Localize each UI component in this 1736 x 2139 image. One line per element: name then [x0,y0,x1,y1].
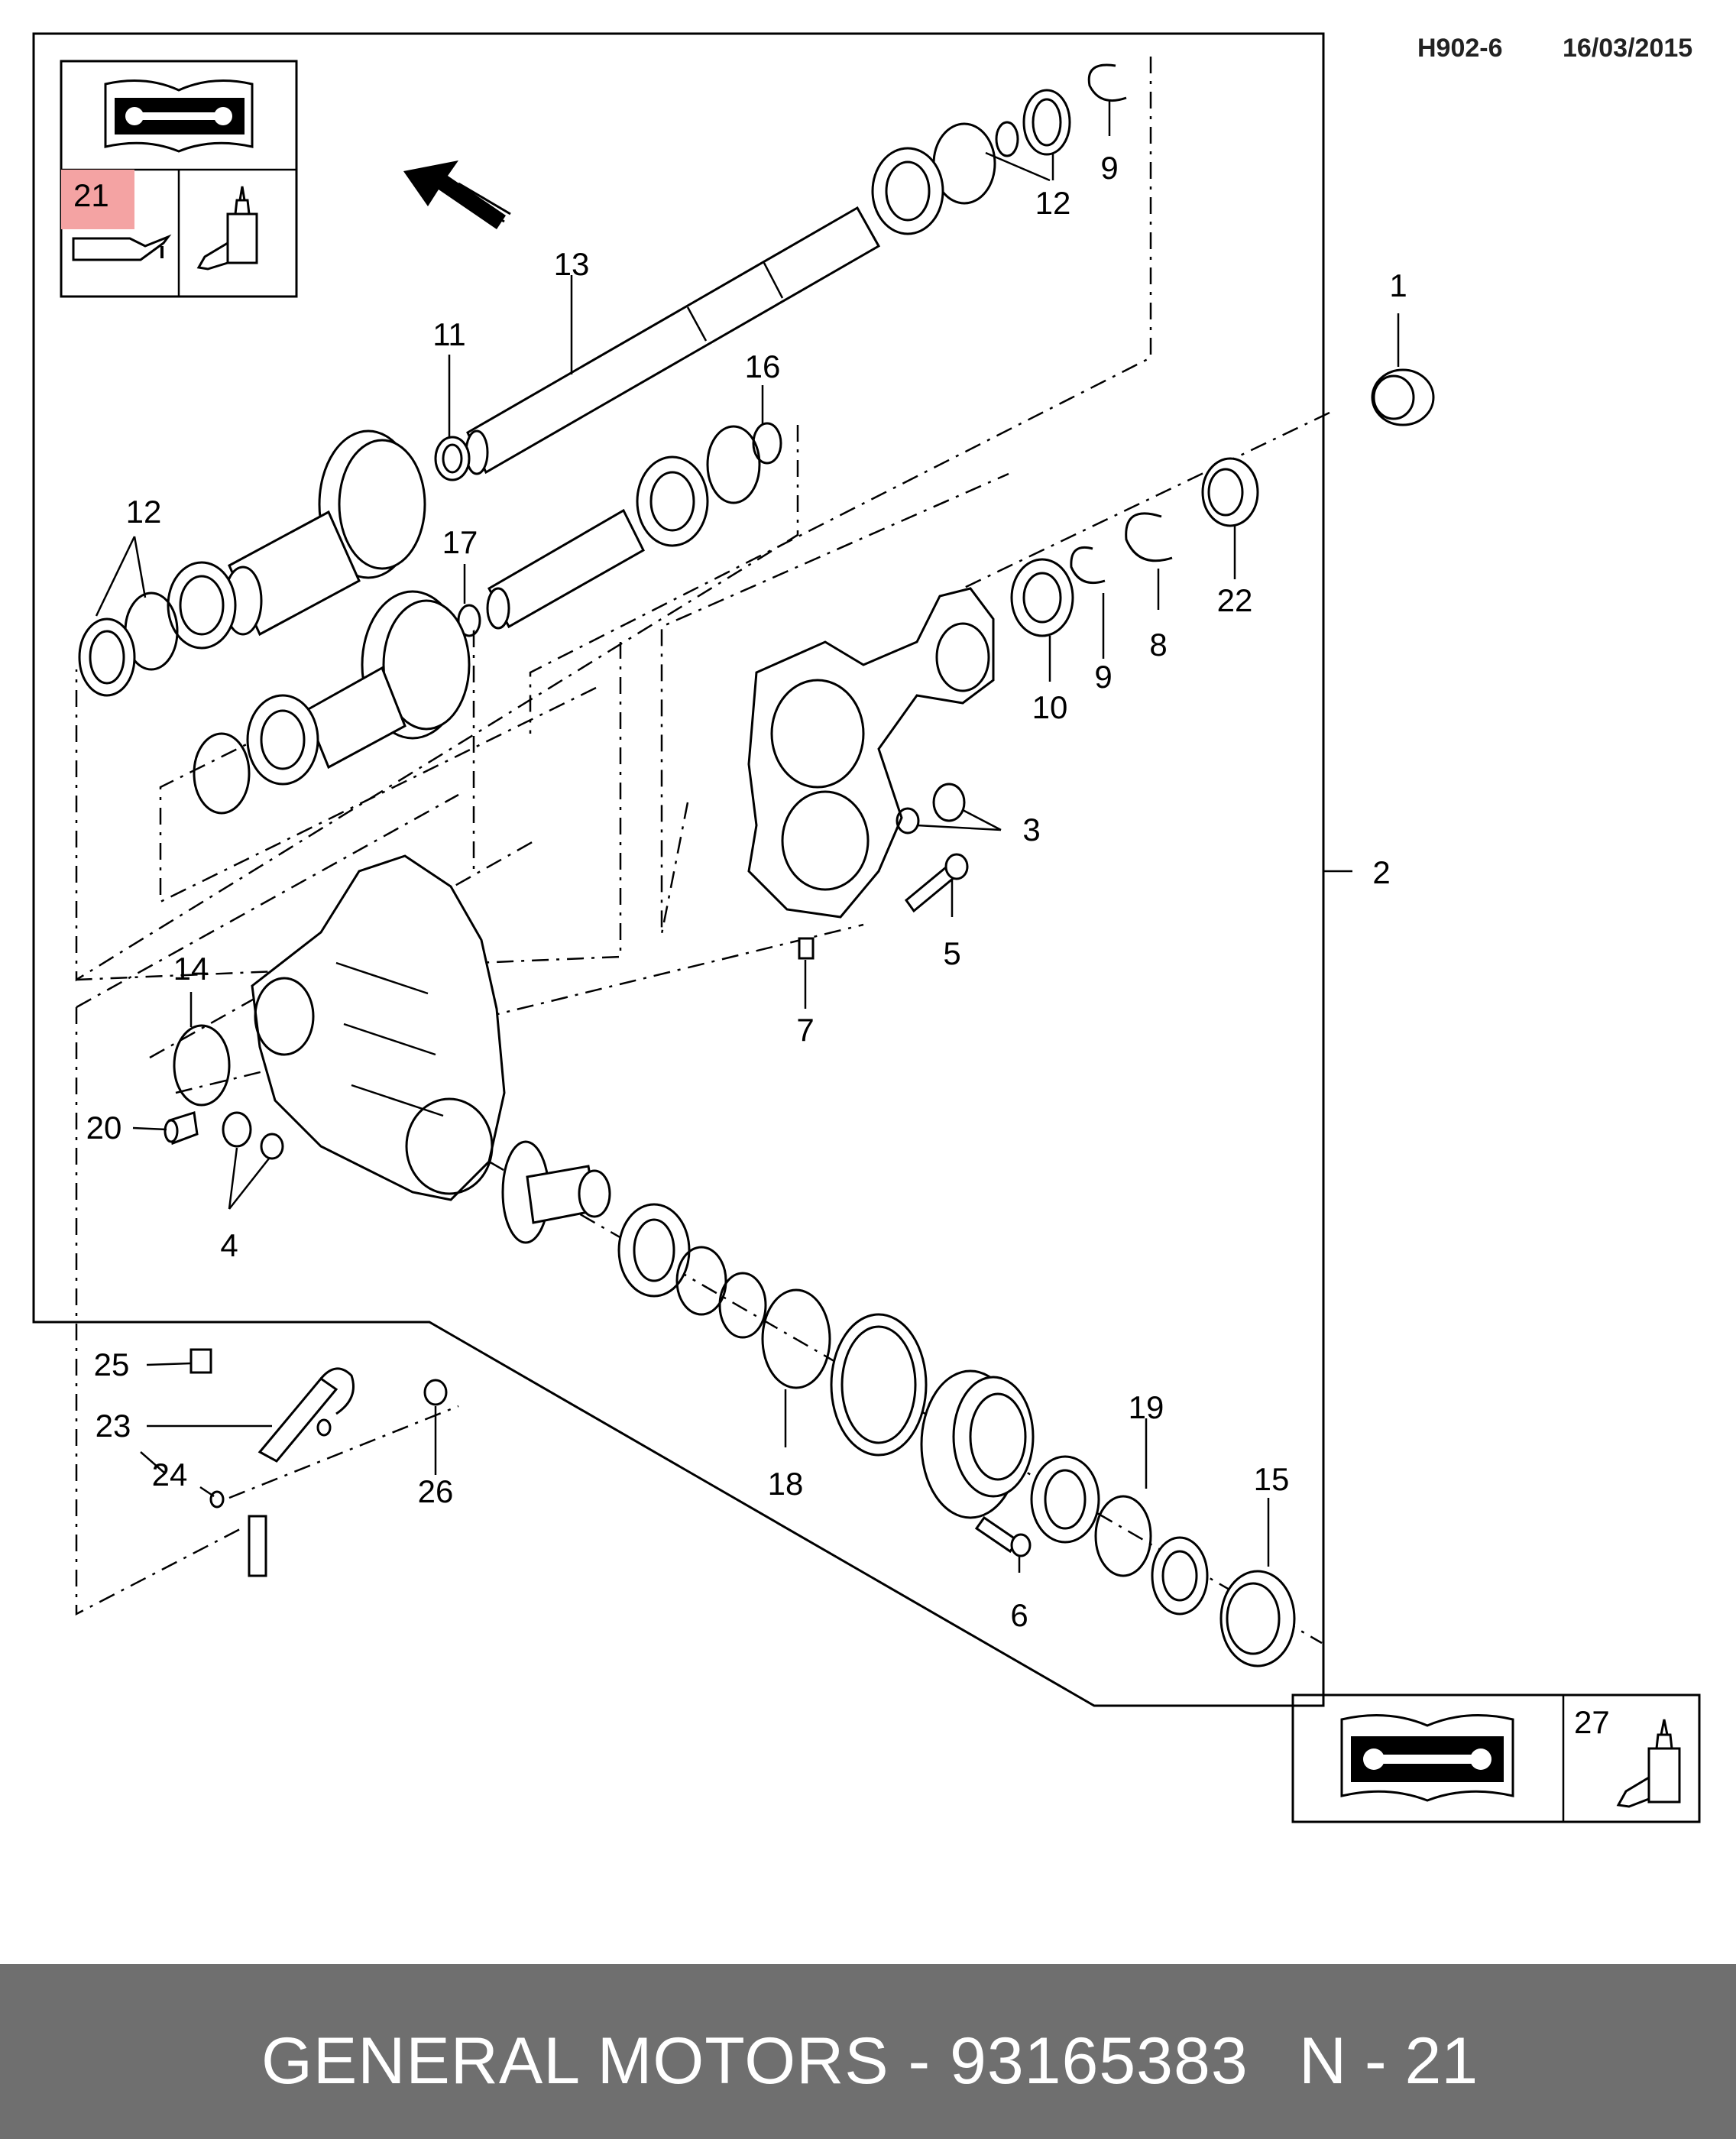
leader-lines [95,99,1400,1573]
highlight-box [61,170,134,229]
callout-2: 2 [1372,854,1390,890]
callout-3: 3 [1022,812,1040,847]
callout-16: 16 [745,348,781,384]
callout-17: 17 [442,524,478,560]
part-5-bolt [904,853,969,913]
part-25-clip [189,1348,212,1374]
callout-19: 19 [1129,1389,1164,1425]
part-12-rings-top [871,89,1071,235]
exploded-parts-diagram: H902-6 16/03/2015 21 [32,32,1701,1823]
legend-box-top: 21 [60,60,298,298]
bevel-gear [193,590,471,815]
part-18-o-ring [761,1288,831,1389]
callout-7: 7 [796,1012,814,1048]
pinion-gear [501,1140,611,1244]
footer-page-number: N - 21 [1299,2024,1479,2098]
footer-brand-part-number: GENERAL MOTORS - 93165383 [261,2024,1249,2098]
callout-24: 24 [152,1457,188,1492]
callout-6: 6 [1010,1597,1028,1633]
pinion-bearings [617,1203,767,1339]
diagram-date: 16/03/2015 [1563,34,1692,63]
part-13-output-shaft [465,206,881,475]
part-10-bearing [1010,558,1074,637]
legend-number-21: 21 [73,177,109,213]
callout-4: 4 [220,1227,238,1263]
repair-manual-icon [104,79,254,153]
callout-26: 26 [418,1473,454,1509]
part-24-clamp [209,1490,225,1509]
part-4-plug [222,1111,284,1160]
part-3-plug [896,783,966,835]
callout-20: 20 [86,1110,122,1146]
part-16-snap-ring [636,422,782,547]
callout-13: 13 [554,246,590,282]
callout-18: 18 [768,1466,804,1502]
callout-15: 15 [1254,1461,1290,1497]
assembly-frame [32,32,1325,1707]
front-cover [920,1369,1035,1519]
callout-14: 14 [173,951,209,987]
part-26-vent [423,1379,448,1406]
part-1-seal [1371,368,1435,426]
callout-11: 11 [432,316,466,352]
callout-labels: 1 2 3 4 5 6 7 8 9 9 10 11 12 12 13 14 15… [86,150,1407,1633]
part-20-bushing [164,1111,199,1146]
callout-25: 25 [94,1347,130,1382]
part-17-shaft [457,508,645,637]
gasket [830,1313,928,1457]
callout-12-top: 12 [1035,185,1071,221]
part-12-rings-left [78,561,237,697]
callout-8: 8 [1149,627,1167,663]
callout-23: 23 [96,1408,131,1444]
part-23-vent-hose [257,1367,355,1463]
part-8-ring [1125,512,1173,562]
callout-9-top: 9 [1100,150,1118,186]
part-9-snap-ring-top [1087,63,1127,102]
legend-number-27: 27 [1574,1704,1610,1740]
repair-manual-icon [1340,1714,1514,1802]
front-direction-arrow-icon [403,160,511,229]
part-6-bolt [974,1515,1032,1557]
sealant-tube-icon [1616,1719,1681,1808]
callout-12-left: 12 [126,494,162,530]
callout-22: 22 [1217,582,1253,618]
footer-bar: GENERAL MOTORS - 93165383 N - 21 [0,1964,1736,2139]
part-7-dowel [798,937,815,960]
part-15-seal [1219,1570,1296,1667]
callout-5: 5 [943,935,960,971]
callout-9-mid: 9 [1094,659,1112,695]
assembly-guide-lines [75,57,1330,1645]
callout-10: 10 [1032,689,1068,725]
part-9-snap-ring [1070,546,1106,585]
oil-can-icon [72,234,172,261]
legend-box-bottom: 27 [1291,1693,1701,1823]
rear-housing [747,587,995,919]
diagram-code: H902-6 [1417,34,1503,63]
front-housing [251,854,506,1201]
part-22-seal [1201,457,1259,527]
callout-1: 1 [1389,267,1407,303]
vent-pipe [248,1515,267,1577]
upper-gear [223,429,426,637]
sealant-tube-icon [196,186,258,271]
part-19-bearing [1030,1455,1209,1616]
part-14-o-ring [173,1024,231,1107]
part-11-ring [434,436,471,481]
